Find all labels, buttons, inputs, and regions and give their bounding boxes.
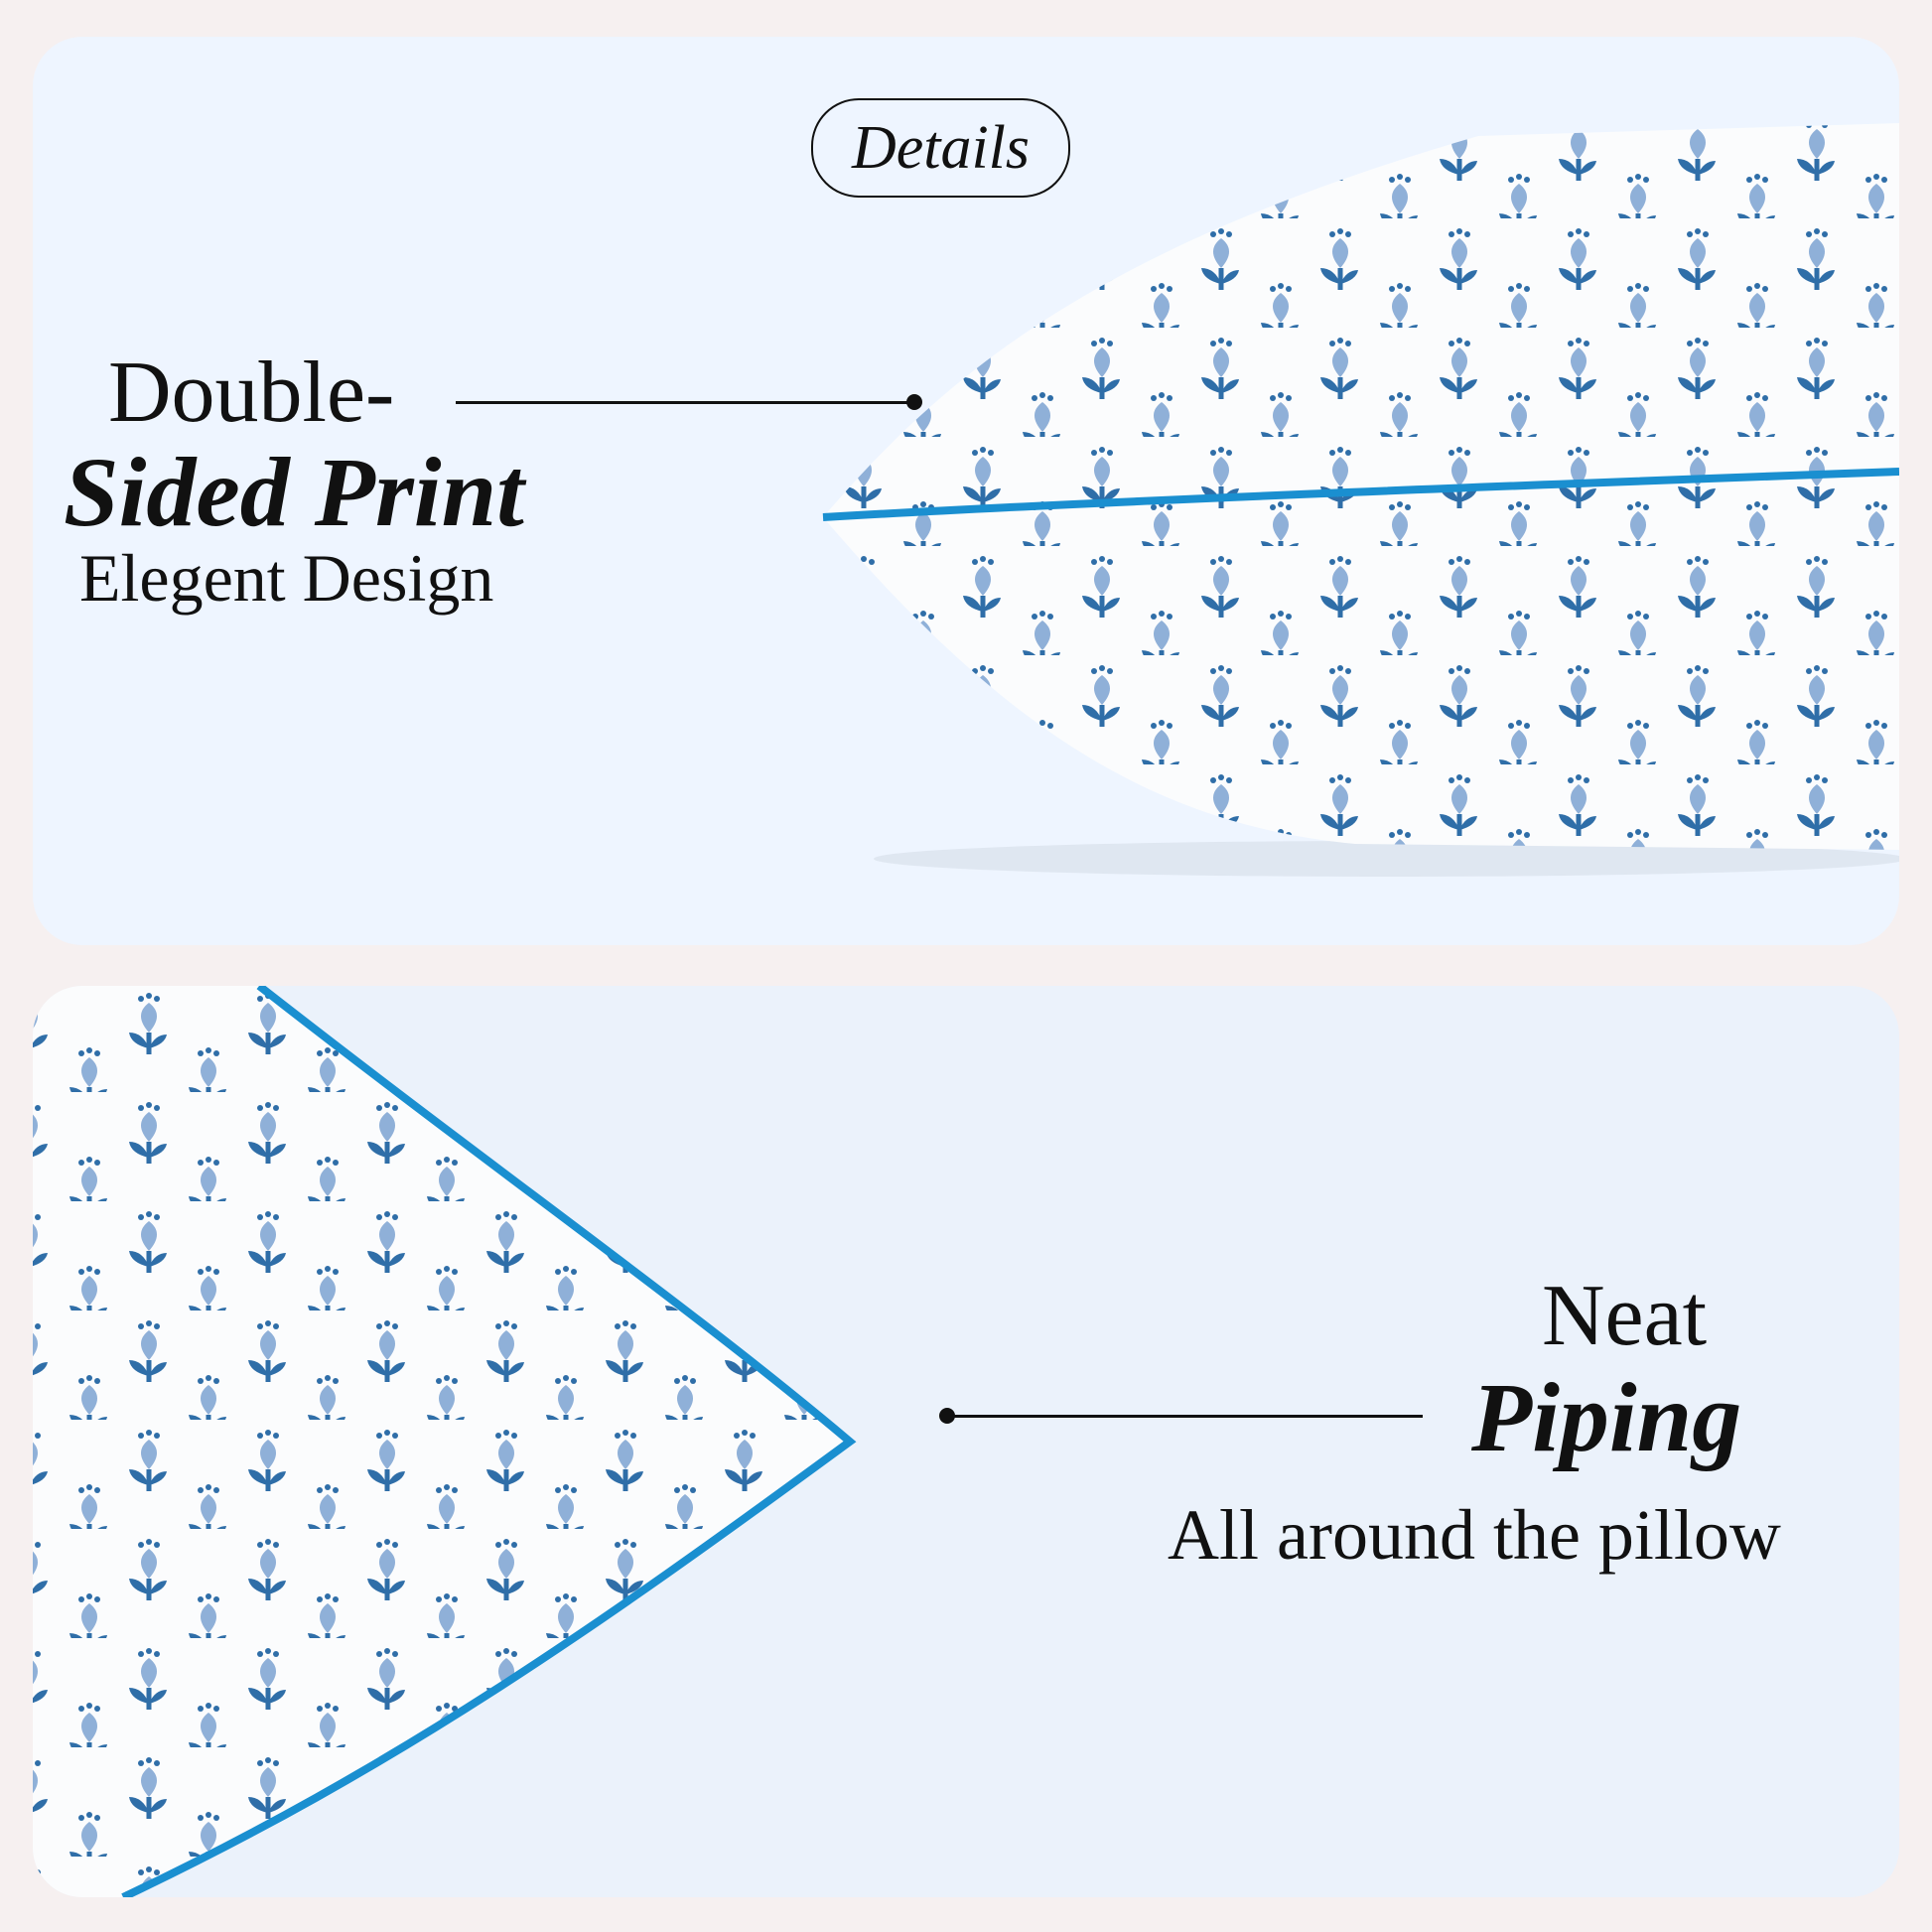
feature-bottom-line1: Neat <box>1542 1268 1708 1364</box>
feature-top-line3: Elegent Design <box>79 540 494 616</box>
piping <box>121 986 857 1897</box>
feature-top-line2: Sided Print <box>64 437 524 547</box>
feature-bottom-line2: Piping <box>1471 1362 1742 1472</box>
bottom-pillow-image <box>33 986 857 1897</box>
details-badge: Details <box>811 98 1070 198</box>
top-pillow-image <box>822 123 1899 877</box>
callout-line-bottom <box>946 1415 1423 1418</box>
callout-line-top <box>456 401 914 404</box>
feature-top-line1: Double- <box>108 345 395 441</box>
piping <box>822 468 1899 521</box>
feature-bottom-line3: All around the pillow <box>1168 1495 1781 1575</box>
callout-dot-top <box>906 394 922 410</box>
